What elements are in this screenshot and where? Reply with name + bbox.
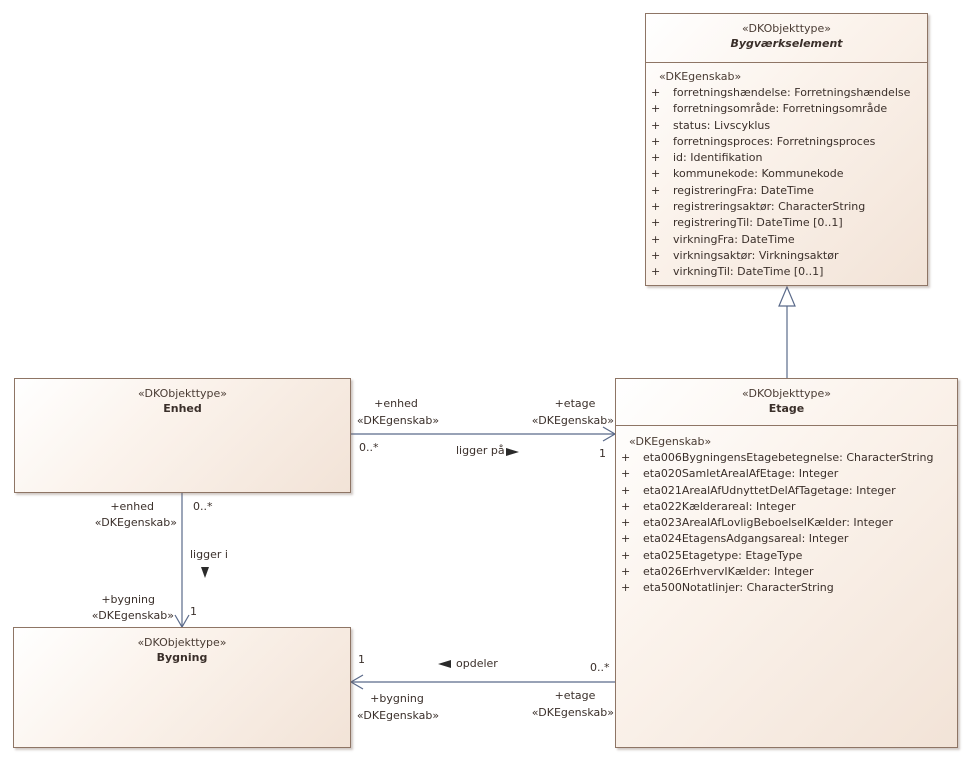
attribute[interactable]: +eta023ArealAfLovligBeboelseIKælder: Int… bbox=[616, 515, 957, 531]
class-enhed[interactable]: «DKObjekttype» Enhed bbox=[14, 378, 351, 493]
attribute[interactable]: +eta025Etagetype: EtageType bbox=[616, 548, 957, 564]
assoc-name: ligger i bbox=[190, 548, 228, 561]
assoc-target-stereotype: «DKEgenskab» bbox=[356, 709, 440, 722]
visibility-marker: + bbox=[621, 483, 631, 497]
attribute[interactable]: +eta020SamletArealAfEtage: Integer bbox=[616, 466, 957, 482]
class-bygvaerkselement[interactable]: «DKObjekttype» Bygværkselement «DKEgensk… bbox=[645, 13, 928, 286]
assoc-source-multiplicity: 0..* bbox=[193, 500, 213, 513]
class-etage[interactable]: «DKObjekttype» Etage «DKEgenskab» +eta00… bbox=[615, 378, 958, 748]
assoc-target-multiplicity: 1 bbox=[358, 653, 365, 666]
assoc-name: ligger på bbox=[456, 444, 505, 457]
attribute[interactable]: +forretningshændelse: Forretningshændels… bbox=[646, 85, 927, 101]
visibility-marker: + bbox=[651, 248, 661, 262]
visibility-marker: + bbox=[651, 265, 661, 279]
attribute[interactable]: +eta026ErhvervIKælder: Integer bbox=[616, 564, 957, 580]
class-stereotype: «DKObjekttype» bbox=[137, 387, 228, 400]
visibility-marker: + bbox=[621, 451, 631, 464]
assoc-source-multiplicity: 0..* bbox=[590, 661, 610, 674]
class-bygning[interactable]: «DKObjekttype» Bygning bbox=[13, 627, 351, 748]
assoc-target-role: +etage bbox=[554, 397, 596, 410]
visibility-marker: + bbox=[651, 200, 661, 214]
attribute[interactable]: +virkningFra: DateTime bbox=[646, 232, 927, 248]
assoc-target-role: +bygning bbox=[101, 593, 155, 606]
visibility-marker: + bbox=[651, 86, 661, 99]
visibility-marker: + bbox=[621, 532, 631, 546]
assoc-source-stereotype: «DKEgenskab» bbox=[531, 706, 614, 719]
assoc-target-stereotype: «DKEgenskab» bbox=[531, 414, 614, 427]
attribute-compartment: «DKEgenskab» +eta006BygningensEtagebeteg… bbox=[616, 434, 957, 597]
attribute[interactable]: +eta022Kælderareal: Integer bbox=[616, 499, 957, 515]
class-stereotype: «DKObjekttype» bbox=[137, 636, 227, 649]
attribute[interactable]: +forretningsproces: Forretningsproces bbox=[646, 134, 927, 150]
visibility-marker: + bbox=[651, 134, 661, 148]
assoc-target-multiplicity: 1 bbox=[599, 447, 606, 460]
attribute-compartment: «DKEgenskab» +forretningshændelse: Forre… bbox=[646, 69, 927, 281]
attribute[interactable]: +registreringsaktør: CharacterString bbox=[646, 199, 927, 215]
visibility-marker: + bbox=[651, 118, 661, 132]
class-stereotype: «DKObjekttype» bbox=[741, 22, 832, 35]
visibility-marker: + bbox=[651, 167, 661, 181]
compartment-divider bbox=[616, 425, 957, 426]
class-name: Enhed bbox=[163, 402, 202, 415]
attribute-stereotype: «DKEgenskab» bbox=[629, 435, 712, 448]
visibility-marker: + bbox=[651, 151, 661, 165]
attribute[interactable]: +virkningTil: DateTime [0..1] bbox=[646, 264, 927, 280]
attribute[interactable]: +registreringFra: DateTime bbox=[646, 183, 927, 199]
attribute[interactable]: +eta006BygningensEtagebetegnelse: Charac… bbox=[616, 450, 957, 466]
visibility-marker: + bbox=[621, 467, 631, 481]
assoc-target-multiplicity: 1 bbox=[190, 605, 197, 618]
attribute[interactable]: +forretningsområde: Forretningsområde bbox=[646, 101, 927, 117]
assoc-source-role: +etage bbox=[554, 689, 596, 702]
direction-right-icon bbox=[506, 448, 519, 456]
assoc-source-multiplicity: 0..* bbox=[359, 441, 379, 454]
visibility-marker: + bbox=[621, 548, 631, 562]
class-name: Bygværkselement bbox=[730, 37, 843, 50]
attribute-stereotype: «DKEgenskab» bbox=[659, 70, 742, 83]
visibility-marker: + bbox=[621, 565, 631, 579]
visibility-marker: + bbox=[651, 232, 661, 246]
class-name: Bygning bbox=[156, 651, 208, 664]
compartment-divider bbox=[646, 62, 927, 63]
visibility-marker: + bbox=[621, 581, 631, 595]
attribute[interactable]: +registreringTil: DateTime [0..1] bbox=[646, 215, 927, 231]
visibility-marker: + bbox=[651, 183, 661, 197]
visibility-marker: + bbox=[651, 216, 661, 230]
class-header: «DKObjekttype» Bygværkselement bbox=[646, 14, 927, 51]
assoc-source-stereotype: «DKEgenskab» bbox=[356, 414, 440, 427]
attribute[interactable]: +eta500Notatlinjer: CharacterString bbox=[616, 580, 957, 596]
attribute[interactable]: +eta024EtagensAdgangsareal: Integer bbox=[616, 531, 957, 547]
class-stereotype: «DKObjekttype» bbox=[741, 387, 832, 400]
attribute[interactable]: +virkningsaktør: Virkningsaktør bbox=[646, 248, 927, 264]
assoc-source-role: +enhed bbox=[374, 397, 418, 410]
direction-left-icon bbox=[438, 660, 451, 668]
attribute[interactable]: +id: Identifikation bbox=[646, 150, 927, 166]
direction-down-icon bbox=[201, 567, 209, 578]
assoc-name: opdeler bbox=[456, 657, 498, 670]
assoc-source-stereotype: «DKEgenskab» bbox=[94, 516, 177, 529]
class-header: «DKObjekttype» Enhed bbox=[15, 379, 350, 416]
assoc-target-role: +bygning bbox=[370, 692, 424, 705]
visibility-marker: + bbox=[651, 102, 661, 116]
attribute[interactable]: +status: Livscyklus bbox=[646, 118, 927, 134]
class-name: Etage bbox=[768, 402, 805, 415]
class-header: «DKObjekttype» Bygning bbox=[14, 628, 350, 665]
attribute[interactable]: +kommunekode: Kommunekode bbox=[646, 166, 927, 182]
generalization-arrowhead-icon bbox=[778, 285, 796, 307]
assoc-source-role: +enhed bbox=[110, 500, 154, 513]
attribute[interactable]: +eta021ArealAfUdnyttetDelAfTagetage: Int… bbox=[616, 483, 957, 499]
class-header: «DKObjekttype» Etage bbox=[616, 379, 957, 416]
visibility-marker: + bbox=[621, 516, 631, 530]
assoc-target-stereotype: «DKEgenskab» bbox=[91, 609, 174, 622]
visibility-marker: + bbox=[621, 499, 631, 513]
open-arrowhead-icon bbox=[349, 674, 364, 690]
